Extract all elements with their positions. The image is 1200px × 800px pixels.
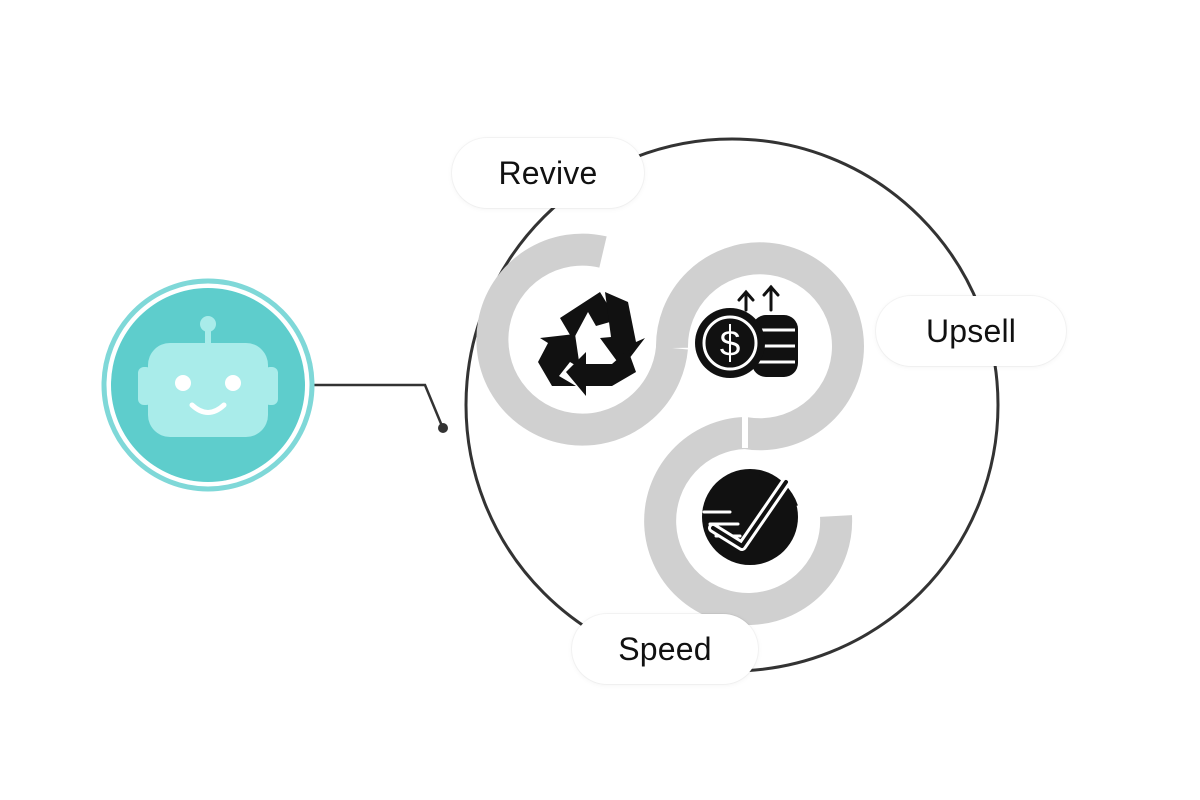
robot-face-icon [138,316,278,437]
connector-line [312,383,444,427]
label-speed: Speed [572,614,758,684]
bot-avatar[interactable] [101,278,315,492]
flow-ribbon [476,233,864,625]
coins-up-icon: S [695,284,798,378]
fast-check-icon [702,469,798,565]
recycle-icon [538,292,645,396]
label-revive: Revive [452,138,644,208]
connector-dot [438,423,448,433]
flow-divider [742,416,748,448]
label-upsell: Upsell [876,296,1066,366]
